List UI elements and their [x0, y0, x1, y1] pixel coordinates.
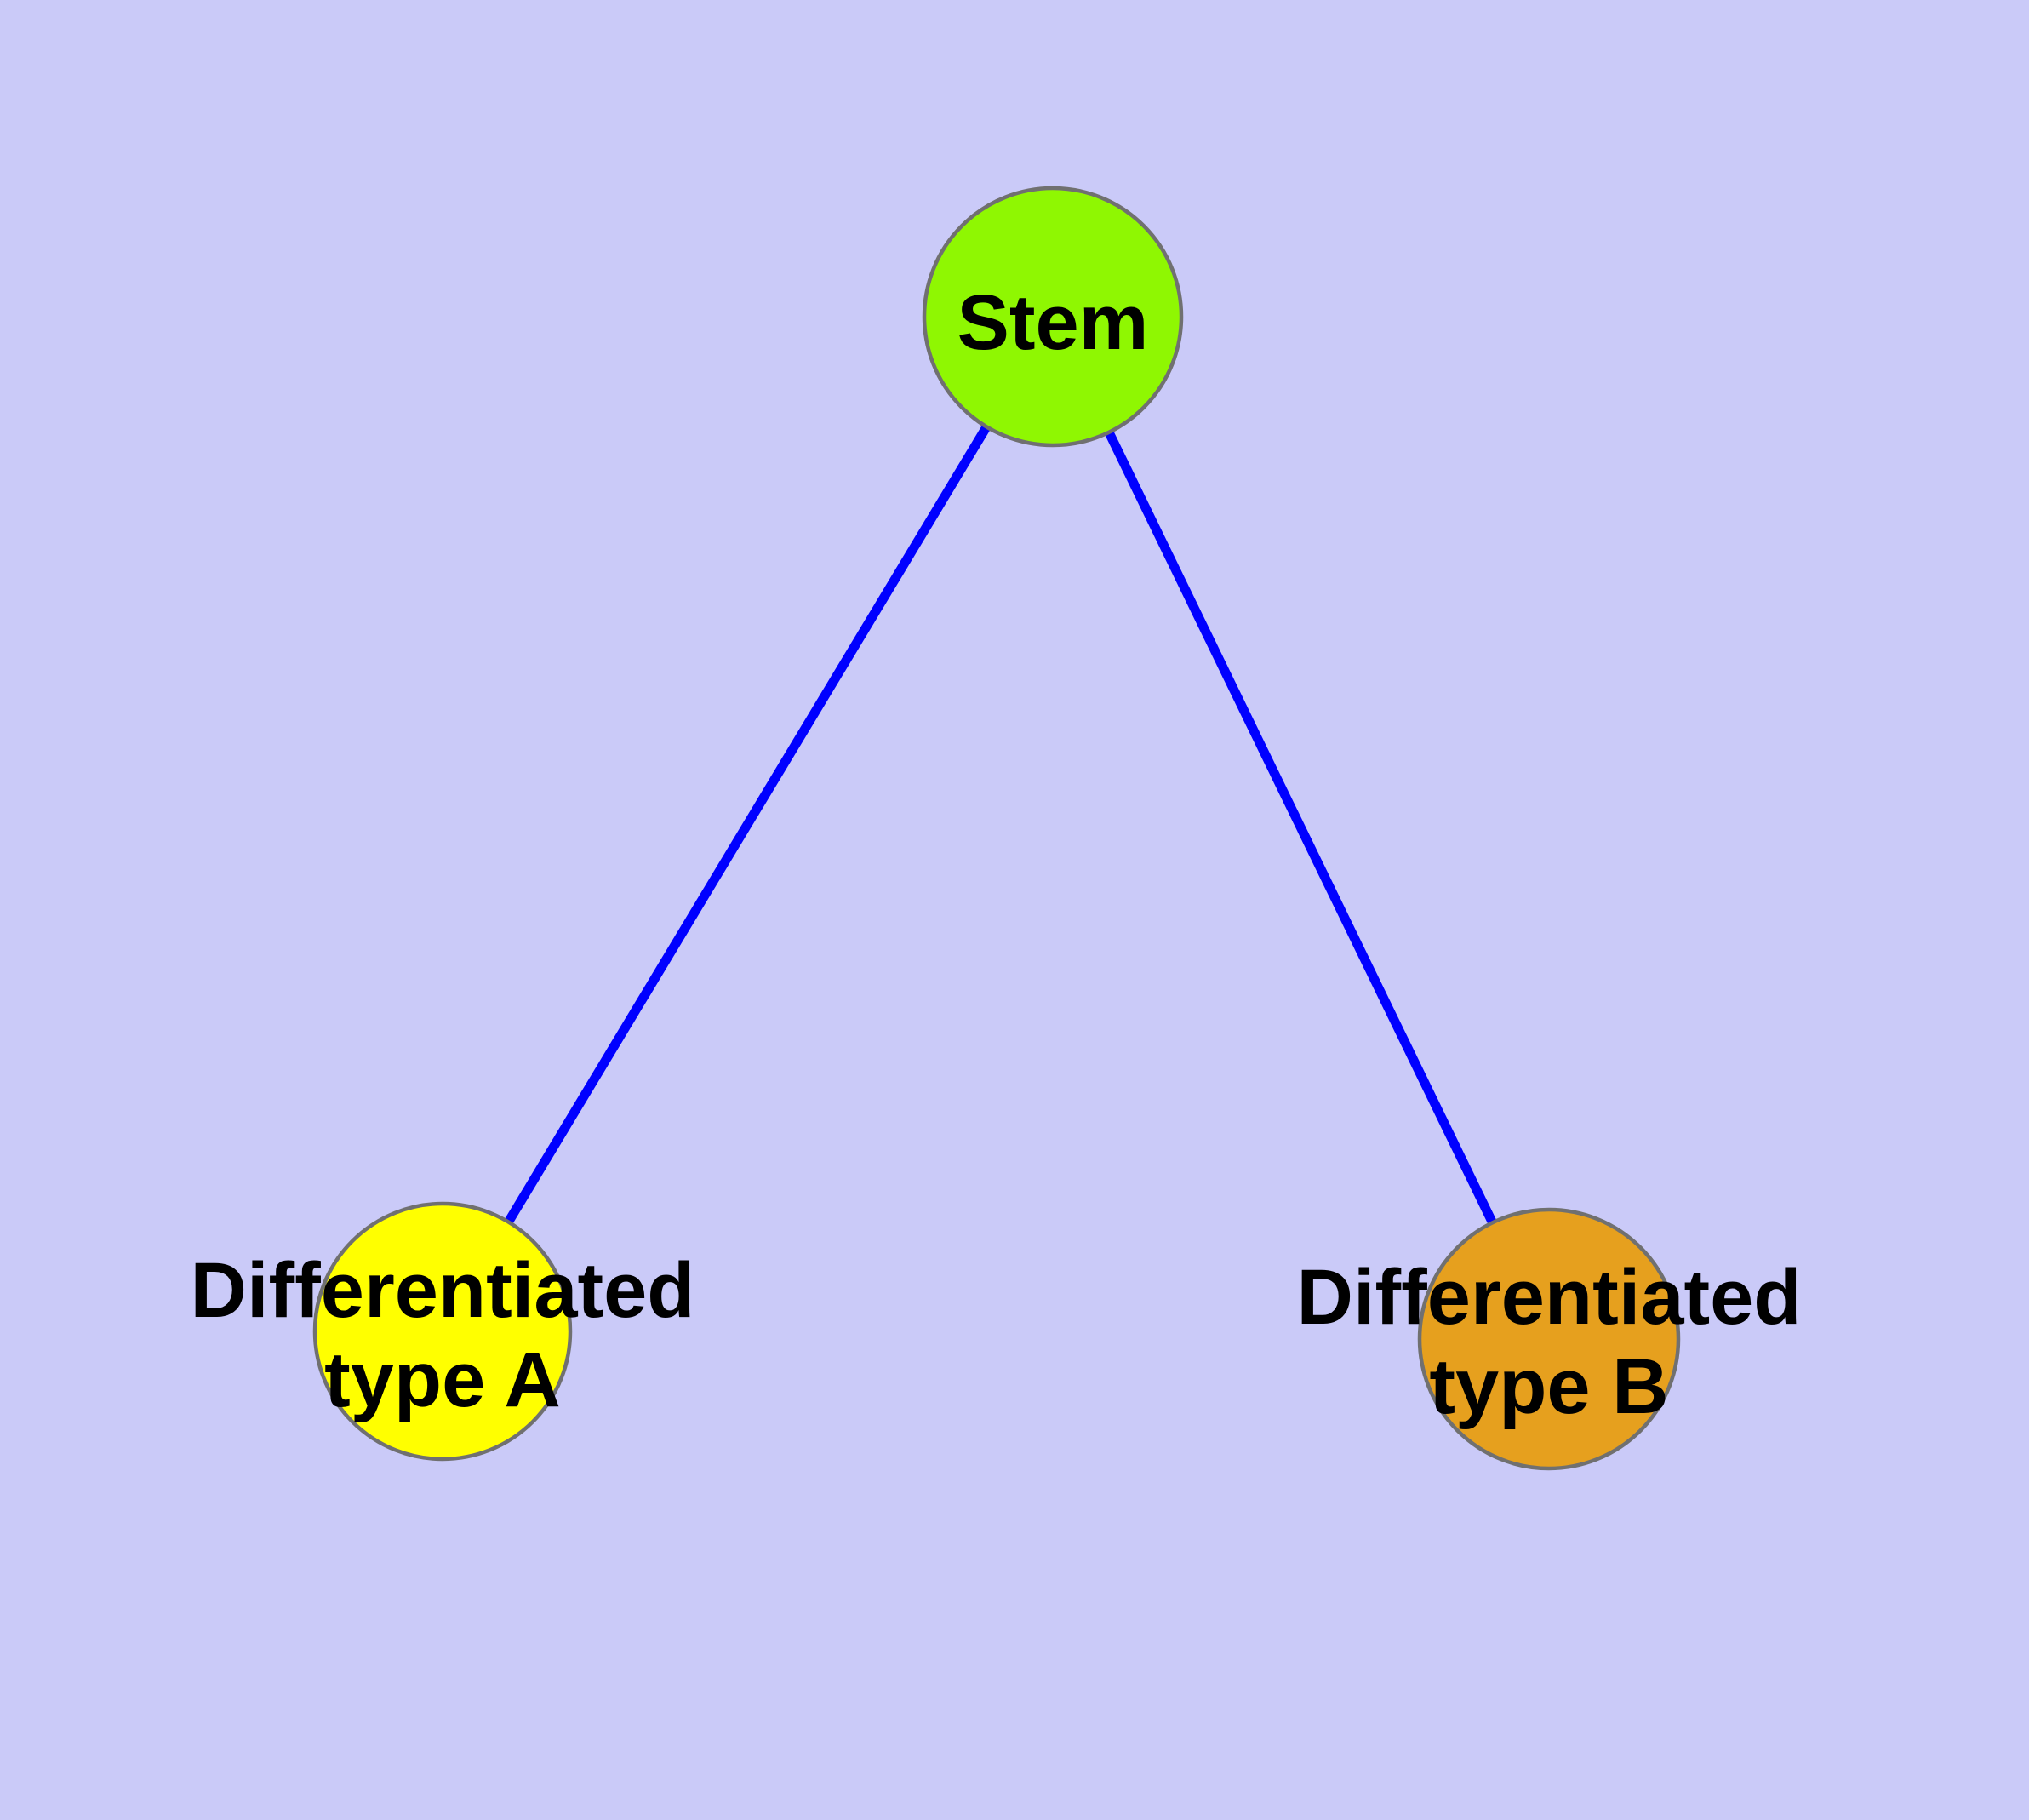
type-b-node [1417, 1207, 1681, 1471]
stem-node [922, 186, 1184, 448]
type-b-node-label-line2: type B [1429, 1343, 1668, 1430]
edge-stem-to-type-b [1049, 314, 1553, 1342]
type-a-node-label-line2: type A [324, 1336, 561, 1423]
type-b-node-label-line1: Differentiated [1297, 1254, 1802, 1341]
type-a-node [312, 1201, 573, 1462]
stem-node-label: Stem [957, 279, 1149, 366]
edge-stem-to-type-a [438, 314, 1057, 1334]
type-a-node-label-line1: Differentiated [191, 1247, 695, 1334]
